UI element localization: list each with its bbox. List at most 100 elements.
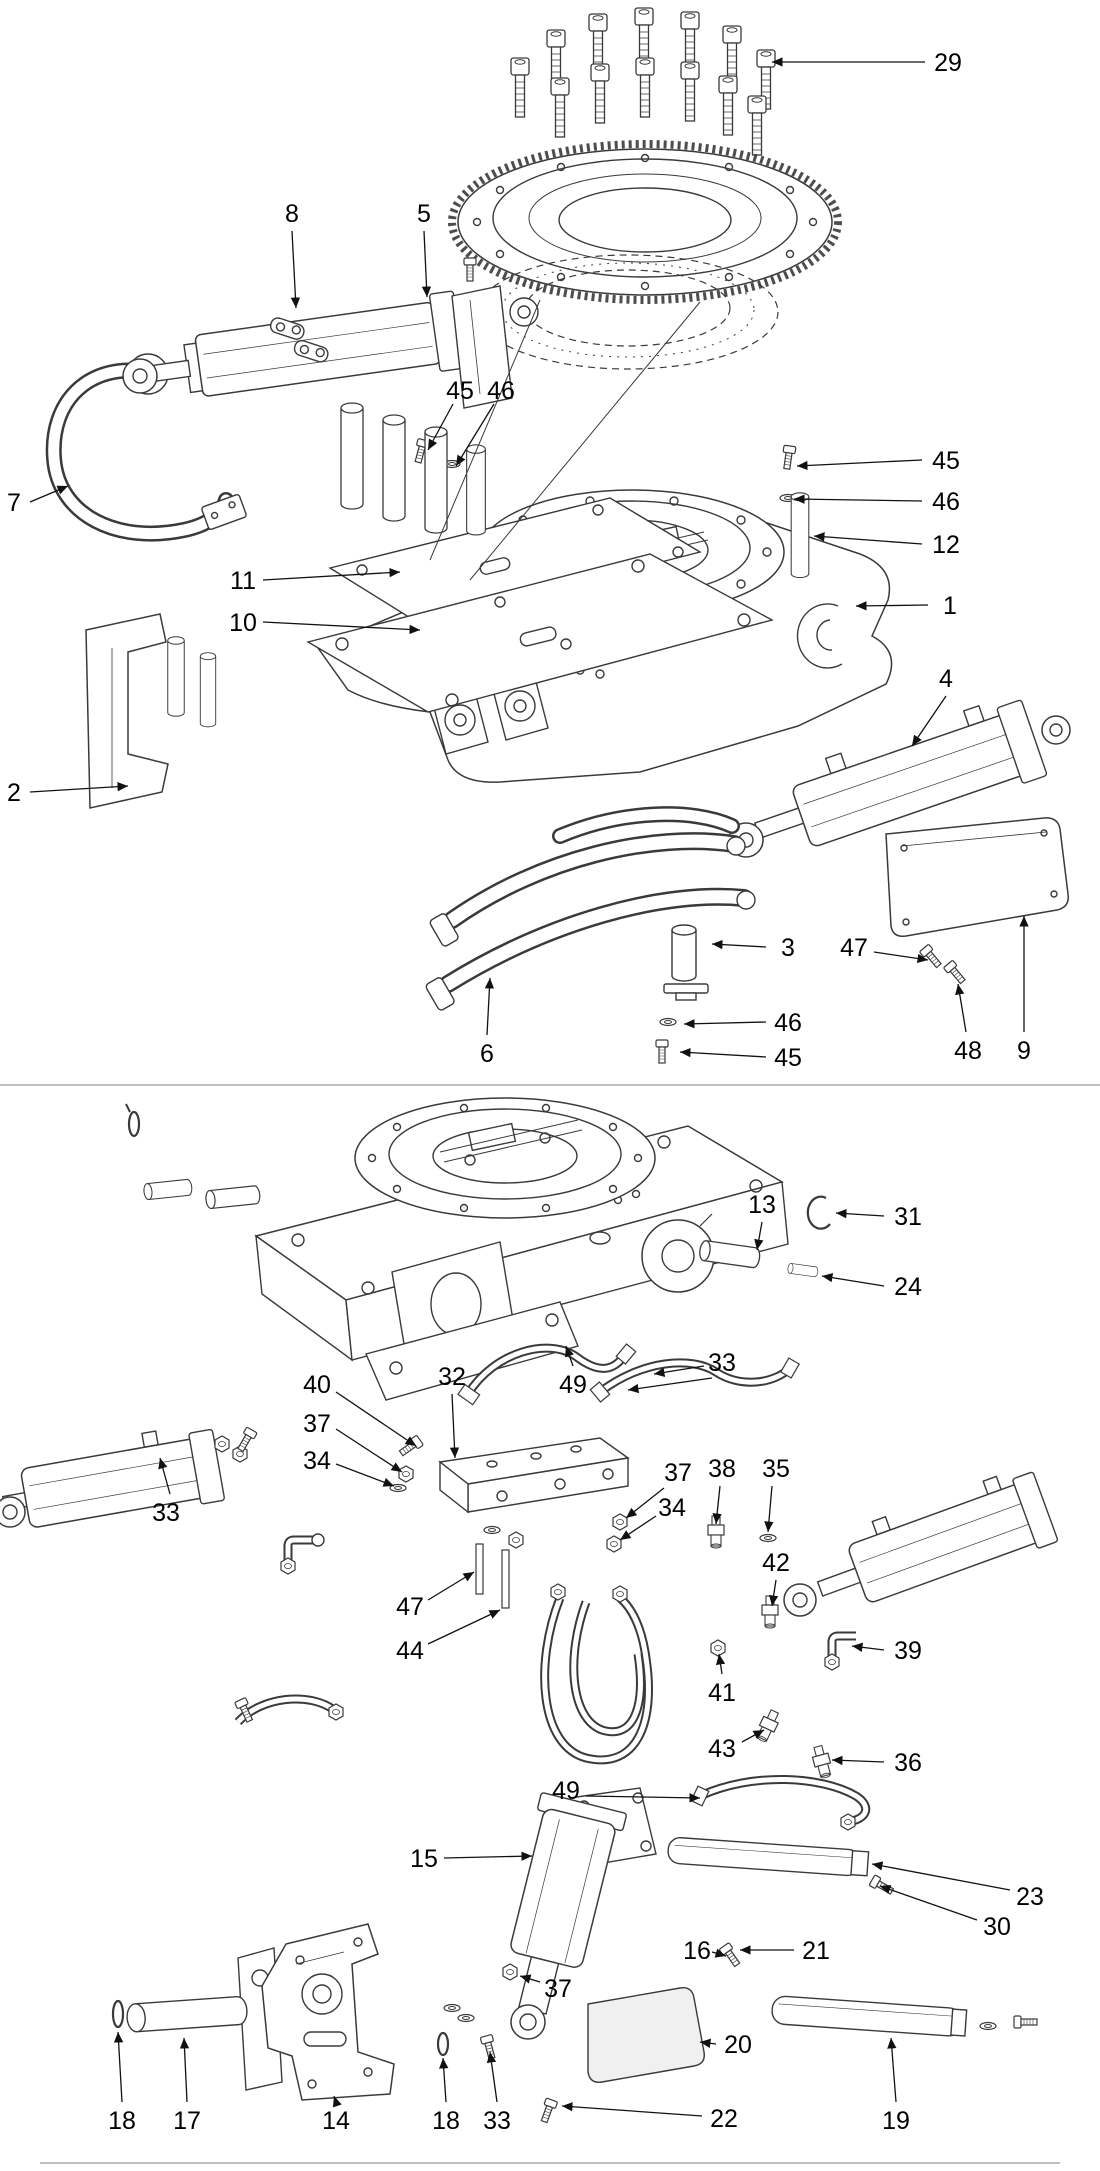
callout-leader-line <box>887 2037 897 2103</box>
part-callout-6: 6 <box>480 1040 494 1068</box>
part-callout-33: 33 <box>483 2107 511 2135</box>
part-callout-49: 49 <box>552 1777 580 1805</box>
callout-leader-line <box>711 1948 727 1958</box>
part-callout-24: 24 <box>894 1273 922 1301</box>
callout-leader-line <box>754 1221 764 1251</box>
plate-10 <box>306 553 774 713</box>
callout-leader-line <box>741 1729 765 1743</box>
part-callout-38: 38 <box>708 1455 736 1483</box>
cylinder-39-right <box>783 1471 1059 1617</box>
callout-leader-line <box>335 1428 403 1473</box>
callout-leader-line <box>831 1755 885 1766</box>
callout-leader-line <box>262 567 401 581</box>
callout-leader-line <box>439 2057 449 2103</box>
callout-leader-line <box>679 1047 767 1058</box>
callout-leader-line <box>486 2051 498 2103</box>
elbow-fitting-left <box>280 1533 325 1575</box>
part-callout-21: 21 <box>802 1937 830 1965</box>
cylinder-8 <box>122 290 465 397</box>
callout-leader-line <box>427 403 454 451</box>
callout-leader-line <box>793 494 923 504</box>
callout-leader-line <box>561 2102 703 2117</box>
slewing-ring-gear <box>448 140 842 304</box>
callout-leader-line <box>290 230 301 309</box>
callout-leader-line <box>813 532 923 545</box>
bracket-14 <box>237 1923 395 2101</box>
part-callout-29: 29 <box>934 49 962 77</box>
callout-leader-line <box>873 951 929 964</box>
part-callout-45: 45 <box>446 377 474 405</box>
part-callout-4: 4 <box>939 665 953 693</box>
hose-49-lower <box>690 1774 871 1831</box>
callout-leader-line <box>699 2038 717 2048</box>
callout-leader-line <box>519 1974 541 1984</box>
part-callout-45: 45 <box>932 447 960 475</box>
part-callout-46: 46 <box>774 1009 802 1037</box>
part-callout-37: 37 <box>664 1459 692 1487</box>
callout-leader-line <box>262 621 421 635</box>
part-callout-44: 44 <box>396 1637 424 1665</box>
part-callout-45: 45 <box>774 1044 802 1072</box>
plate-11 <box>328 497 702 625</box>
callout-leader-line <box>653 1365 705 1377</box>
callout-leader-line <box>625 1487 665 1519</box>
part-callout-17: 17 <box>173 2107 201 2135</box>
part-callout-37: 37 <box>303 1410 331 1438</box>
callout-leader-line <box>29 485 69 503</box>
part-callout-46: 46 <box>487 377 515 405</box>
part-callout-49: 49 <box>559 1371 587 1399</box>
part-callout-47: 47 <box>840 934 868 962</box>
assembly-alignment-lines <box>429 299 701 581</box>
callout-leader-line <box>585 1793 701 1803</box>
part-callout-3: 3 <box>781 934 795 962</box>
callout-leader-line <box>821 1273 885 1287</box>
hose-left-small <box>233 1694 344 1726</box>
callout-leader-line <box>565 1345 574 1367</box>
callout-leader-line <box>158 1457 171 1495</box>
manifold-32 <box>389 1434 630 1609</box>
part-callout-34: 34 <box>303 1447 331 1475</box>
part-callout-12: 12 <box>932 531 960 559</box>
part-callout-10: 10 <box>229 609 257 637</box>
part-callout-5: 5 <box>417 200 431 228</box>
rod-19 <box>771 1995 1038 2037</box>
part-callout-46: 46 <box>932 488 960 516</box>
guide-pins-11 <box>340 402 486 536</box>
callout-leader-line <box>796 459 923 471</box>
callout-leader-line <box>335 1391 417 1447</box>
part-callout-14: 14 <box>322 2107 350 2135</box>
callout-leader-line <box>421 230 432 298</box>
part-callout-31: 31 <box>894 1203 922 1231</box>
callout-leader-line <box>911 695 947 747</box>
callout-leader-line <box>627 1377 713 1394</box>
part-callout-15: 15 <box>410 1845 438 1873</box>
callout-leader-line <box>29 781 129 793</box>
callout-leader-line <box>764 1485 774 1533</box>
part-callout-16: 16 <box>683 1937 711 1965</box>
cylinder-33-left <box>0 1426 258 1528</box>
callout-leader-line <box>855 601 929 611</box>
cover-plate-9 <box>885 817 1070 987</box>
part-callout-18: 18 <box>108 2107 136 2135</box>
bracket-2 <box>85 613 217 809</box>
part-callout-41: 41 <box>708 1679 736 1707</box>
callout-leader-line <box>113 2031 124 2103</box>
part-callout-23: 23 <box>1016 1883 1044 1911</box>
part-callout-8: 8 <box>285 200 299 228</box>
mount-bracket-5 <box>451 257 539 409</box>
part-callout-33: 33 <box>708 1349 736 1377</box>
part-callout-33: 33 <box>152 1499 180 1527</box>
callout-leader-line <box>619 1515 657 1541</box>
part-callout-32: 32 <box>438 1363 466 1391</box>
callout-leader-line <box>835 1208 885 1219</box>
lower-frame-assembly <box>125 1097 831 1401</box>
callout-leader-line <box>427 1571 475 1601</box>
part-callout-7: 7 <box>7 489 21 517</box>
callout-leader-line <box>443 1851 533 1861</box>
part-callout-47: 47 <box>396 1593 424 1621</box>
callout-leader-line <box>179 2037 190 2103</box>
callout-leader-line <box>484 977 495 1036</box>
part-callout-1: 1 <box>943 592 957 620</box>
